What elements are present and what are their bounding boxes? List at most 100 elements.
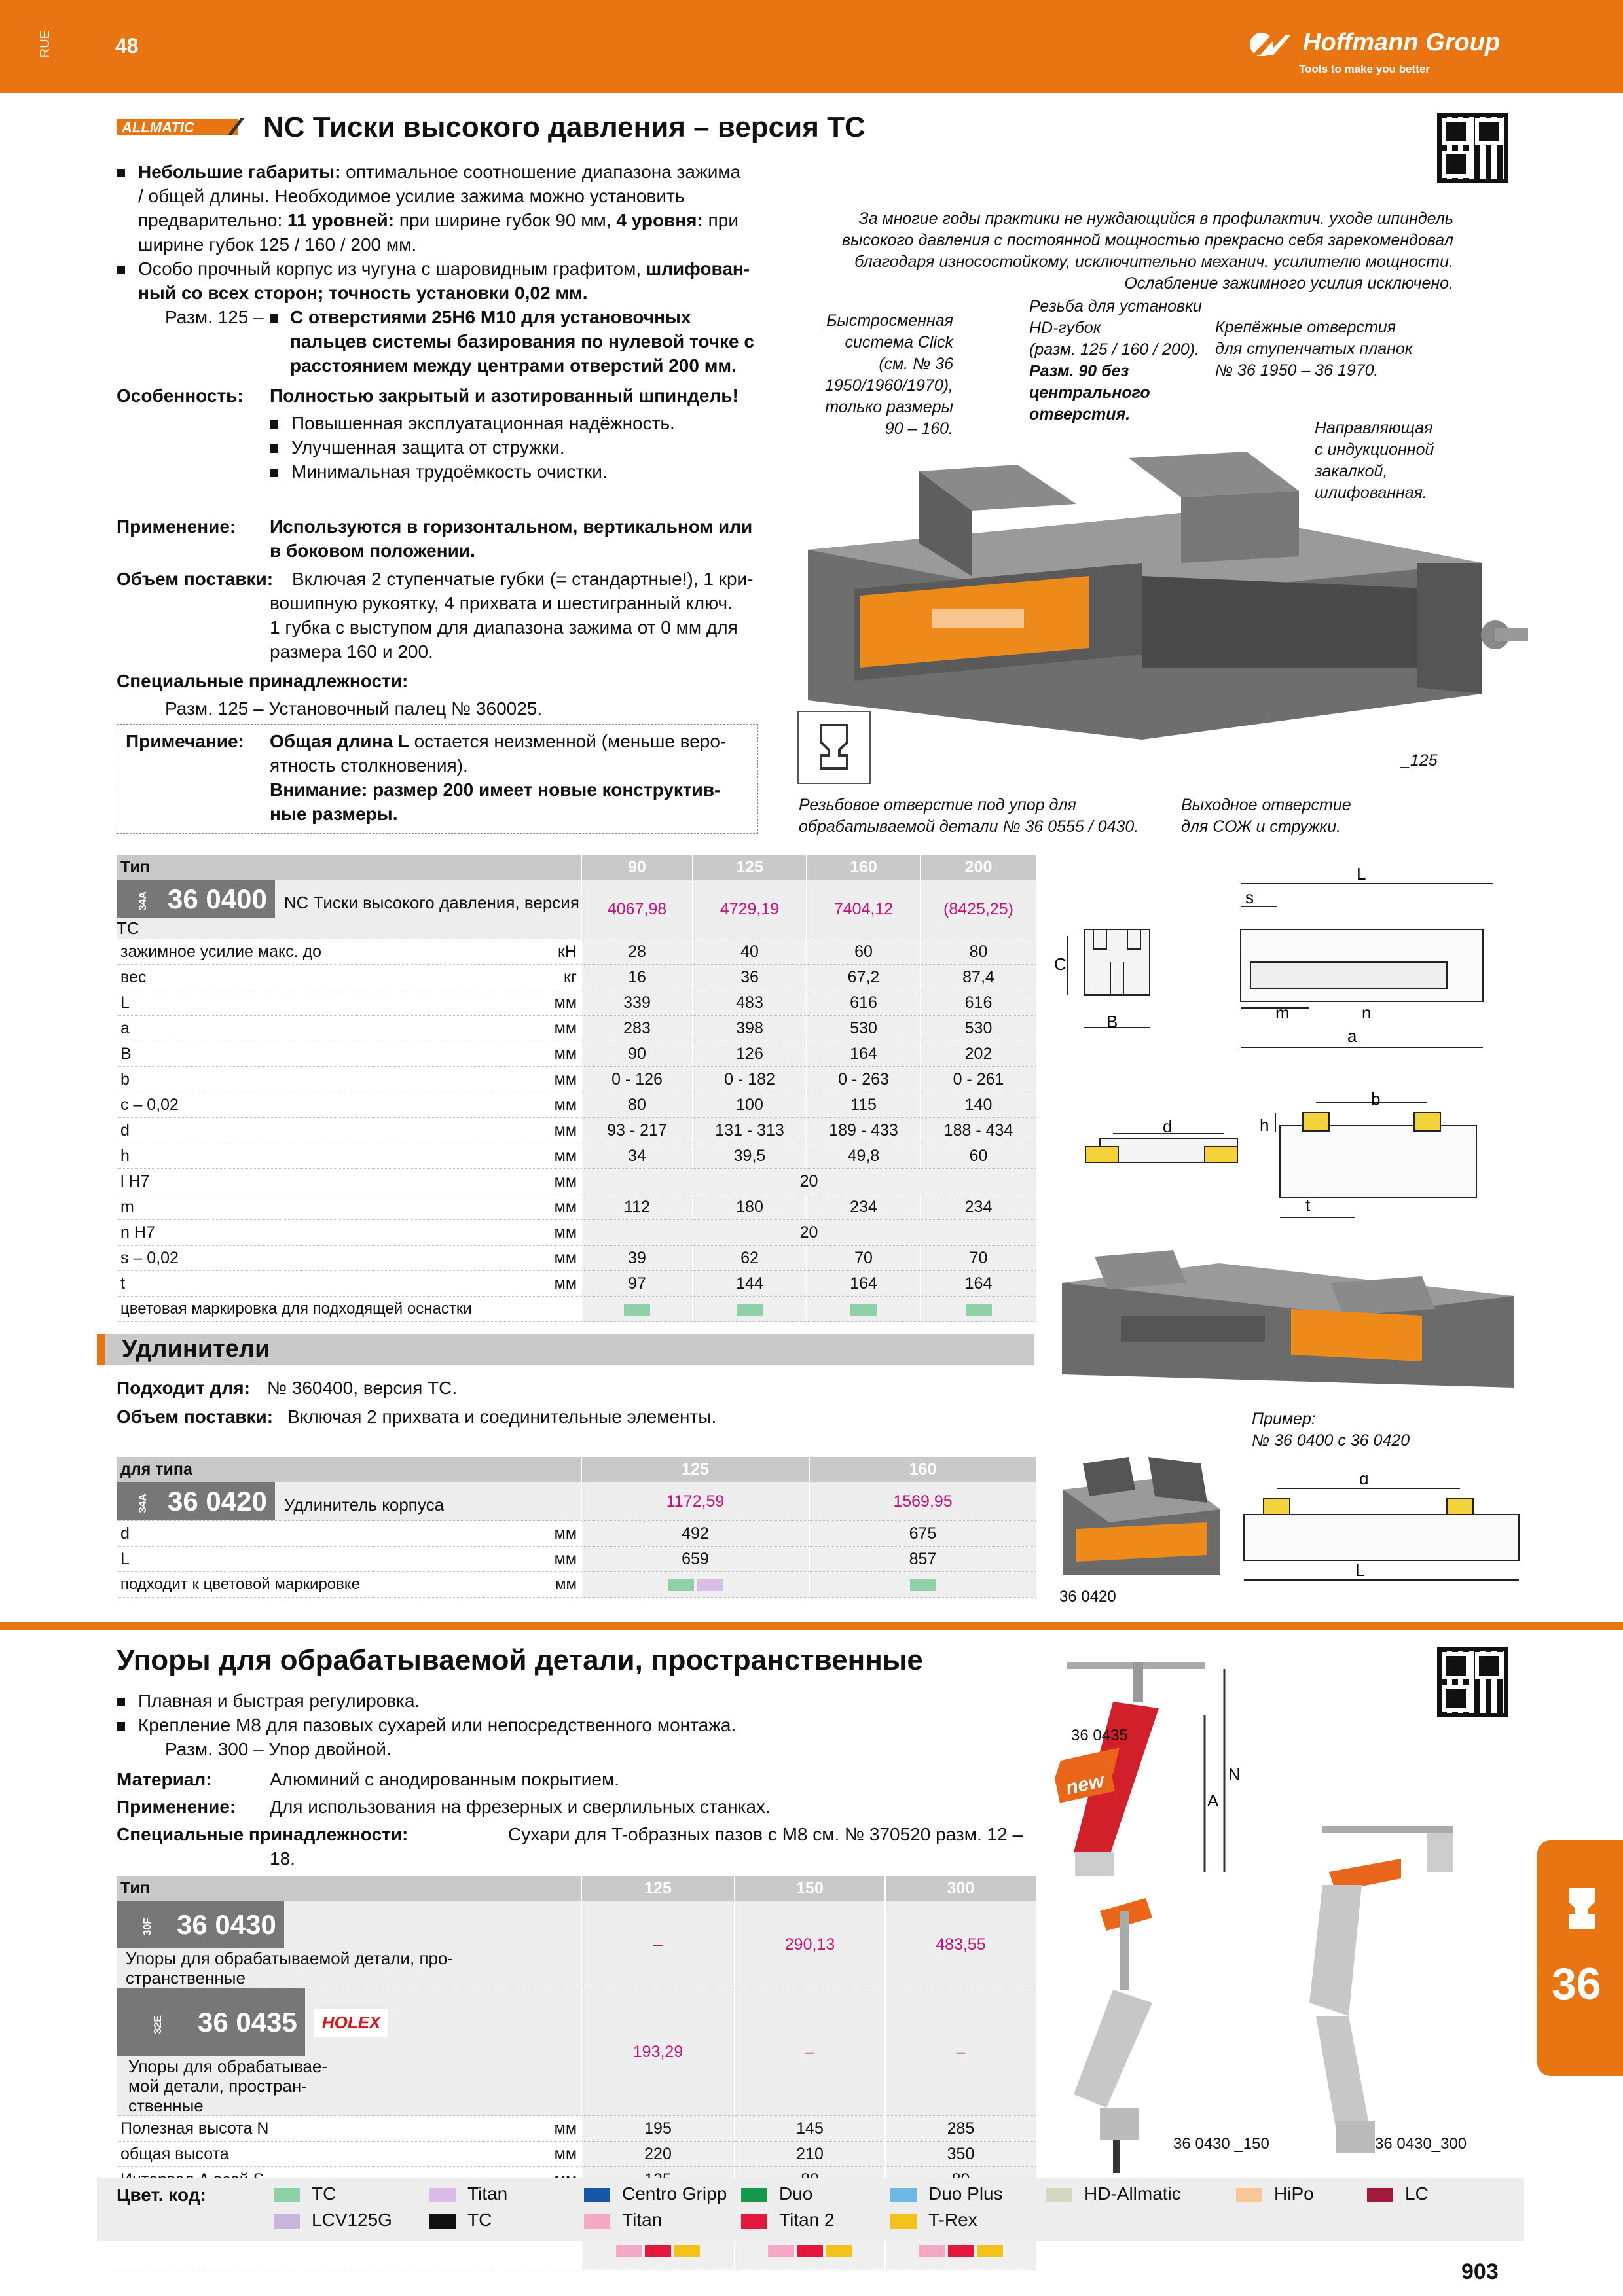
- legend-swatch: [1367, 2187, 1393, 2202]
- accessories-label: Специальные принадлежности:: [117, 671, 409, 691]
- dimension-drawings: B C L s m n a d b h t: [1054, 864, 1493, 1218]
- note-label: Примечание:: [126, 731, 244, 751]
- section-title-stops: Упоры для обрабатываемой детали, простра…: [117, 1644, 923, 1676]
- legend-swatch: [429, 2187, 456, 2202]
- legend-item: TC: [274, 2183, 336, 2204]
- color-swatch: [947, 2244, 974, 2257]
- image-code-150: 36 0430 _150: [1173, 2135, 1269, 2153]
- table-row: цветовая маркировка для подходящей оснас…: [117, 1296, 1036, 1322]
- legend-item: Titan: [584, 2210, 662, 2231]
- color-swatch: [768, 2244, 794, 2257]
- accessories-row-3: Специальные принадлежности:Сухари для T-…: [117, 1824, 1023, 1869]
- material-row: Материал:Алюминий с анодированным покрыт…: [117, 1769, 619, 1789]
- price-cell: 4729,19: [692, 880, 807, 939]
- dim-label-h: h: [1260, 1115, 1269, 1135]
- legend-title: Цвет. код:: [117, 2185, 206, 2205]
- image-code-0435: 36 0435: [1071, 1727, 1128, 1744]
- price-cell: 1172,59: [581, 1482, 809, 1521]
- list-item: Крепление M8 для пазовых сухарей или неп…: [117, 1713, 1033, 1737]
- image-code-125: _125: [1401, 751, 1438, 770]
- extension-drawing: d L: [1243, 1475, 1520, 1581]
- chapter-tab: 36: [1537, 1840, 1623, 2076]
- page-number-bottom: 903: [1461, 2259, 1499, 2284]
- note-text: Общая длина L остается неизменной (меньш…: [270, 731, 727, 824]
- price-cell: 4067,98: [581, 880, 693, 939]
- list-item: Минимальная трудоёмкость очистки.: [270, 459, 675, 484]
- brand-logo: Hoffmann Group: [1303, 29, 1501, 56]
- legend-item: T-Rex: [890, 2210, 977, 2231]
- color-swatch: [919, 2244, 945, 2257]
- language-code: RUE: [38, 30, 52, 58]
- supply-row-2: Объем поставки:Включая 2 прихвата и соед…: [117, 1407, 717, 1427]
- price-cell: –: [581, 1901, 735, 1988]
- feature-list: Повышенная эксплуатационная надёжность. …: [270, 411, 675, 484]
- legend-swatch: [1236, 2187, 1262, 2202]
- feature-label: Особенность:: [117, 386, 244, 406]
- price-cell: 290,13: [734, 1901, 885, 1988]
- legend-swatch: [274, 2214, 300, 2229]
- bullet-icon: [117, 266, 125, 275]
- legend-swatch: [741, 2214, 767, 2229]
- application-label: Применение:: [117, 516, 236, 537]
- price-cell: –: [884, 1988, 1036, 2116]
- bullet-icon: [117, 169, 125, 178]
- color-swatch: [616, 2244, 642, 2257]
- price-cell: –: [734, 1988, 885, 2116]
- qr-code-2: [1437, 1647, 1508, 1717]
- hoffmann-logo-icon: [1250, 33, 1290, 56]
- qr-code-1: [1437, 113, 1508, 183]
- price-cell: (8425,25): [920, 880, 1036, 939]
- fits-row: Подходит для:№ 360400, версия TC.: [117, 1378, 458, 1398]
- list-item: Плавная и быстрая регулировка.: [117, 1689, 1033, 1713]
- dim-label-B: B: [1106, 1012, 1118, 1031]
- callout-spindle: За многие годы практики не нуждающийся в…: [842, 209, 1453, 293]
- legend-item: TC: [429, 2210, 492, 2231]
- dim-label-m: m: [1275, 1003, 1290, 1022]
- color-swatch: [826, 2244, 852, 2257]
- section1-description: Небольшие габариты: оптимальное соотноше…: [117, 160, 784, 305]
- razm-label: Разм. 125 –: [165, 307, 264, 327]
- legend-item: Duo Plus: [890, 2183, 1003, 2204]
- color-swatch: [976, 2244, 1003, 2257]
- page-number-top: 48: [115, 34, 139, 58]
- chapter-number: 36: [1552, 1959, 1601, 2009]
- dim-label-n: n: [1362, 1003, 1371, 1022]
- list-item: Улучшенная защита от стружки.: [270, 435, 675, 459]
- color-swatch: [797, 2244, 823, 2257]
- dim-label-d: d: [1163, 1117, 1172, 1136]
- supply-text: Включая 2 ступенчатые губки (= стандартн…: [270, 569, 754, 662]
- legend-swatch: [1046, 2187, 1072, 2202]
- legend-item: Titan: [429, 2183, 507, 2204]
- color-swatch-tc: [668, 1579, 694, 1591]
- color-legend: [97, 2178, 1524, 2241]
- legend-swatch: [890, 2187, 917, 2202]
- section-title-vises: NC Тиски высокого давления – версия TC: [263, 111, 866, 143]
- allmatic-logo: ALLMATIC: [117, 115, 247, 139]
- bullet-icon: [270, 314, 278, 323]
- allmatic-logo-text: ALLMATIC: [121, 119, 195, 135]
- vise-photo: [808, 452, 1528, 740]
- section-title-extensions: Удлинители: [122, 1335, 270, 1363]
